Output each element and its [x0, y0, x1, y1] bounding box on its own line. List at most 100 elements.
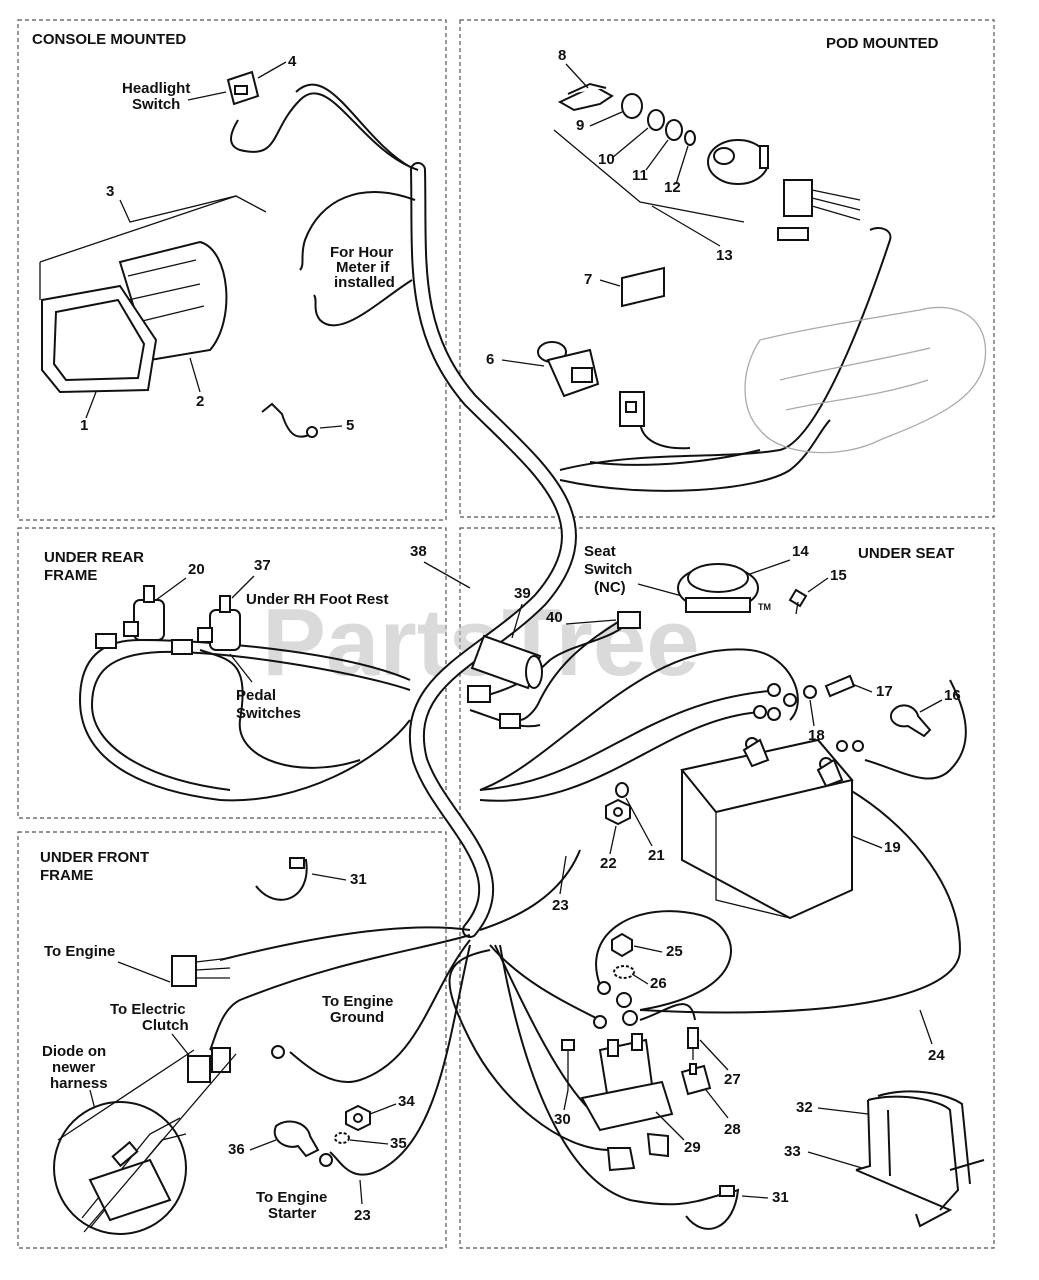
washer-26 — [613, 965, 635, 979]
headlight-switch — [226, 70, 260, 106]
adapter-harness-40 — [499, 611, 641, 729]
decal-7 — [621, 266, 665, 308]
callout-25: 25 — [666, 943, 683, 960]
callout-11: 11 — [632, 167, 648, 184]
callout-32: 32 — [796, 1099, 813, 1116]
diode-detail-inset — [53, 1049, 237, 1235]
harness-connector — [467, 685, 491, 703]
callout-36: 36 — [228, 1141, 245, 1158]
ring-terminals — [753, 683, 797, 721]
callout-40: 40 — [546, 609, 563, 626]
battery-holddown — [855, 1090, 985, 1228]
seat-switch — [677, 563, 759, 613]
callout-6: 6 — [486, 351, 494, 368]
callout-35: 35 — [390, 1135, 407, 1152]
callout-30: 30 — [554, 1111, 571, 1128]
control-pod — [744, 306, 987, 454]
section-title-console: CONSOLE MOUNTED — [32, 31, 186, 48]
label-to-engine: To Engine — [44, 943, 115, 960]
bolt-30 — [561, 1039, 575, 1090]
section-frames — [17, 19, 995, 1249]
callout-24: 24 — [928, 1047, 945, 1064]
wire-clip-31b — [685, 1185, 740, 1230]
fuse-27 — [687, 1027, 699, 1060]
pedal-switch-37 — [171, 595, 241, 655]
callout-13: 13 — [716, 247, 733, 264]
wires — [78, 83, 967, 1206]
nut-22 — [605, 798, 631, 826]
washer-18 — [803, 685, 817, 699]
nut-25 — [611, 932, 633, 958]
terminal-boot-16 — [890, 704, 932, 738]
section-pod-mounted: POD MOUNTED 8 9 10 11 12 — [486, 35, 987, 454]
callout-4: 4 — [288, 53, 297, 70]
ignition-bezel-parts — [621, 93, 696, 146]
callout-31b: 31 — [772, 1189, 789, 1206]
callout-26: 26 — [650, 975, 667, 992]
section-title-pod: POD MOUNTED — [826, 35, 939, 52]
callout-20: 20 — [188, 561, 205, 578]
callout-3: 3 — [106, 183, 114, 200]
callout-5: 5 — [346, 417, 354, 434]
callout-15: 15 — [830, 567, 847, 584]
callout-7: 7 — [584, 271, 592, 288]
callout-10: 10 — [598, 151, 615, 168]
pedal-switch-20 — [95, 585, 165, 649]
battery-19 — [680, 737, 864, 920]
label-rh-foot-rest: Under RH Foot Rest — [246, 591, 389, 608]
ground-terminal — [271, 1045, 285, 1059]
solenoid-terminals — [593, 981, 638, 1029]
ignition-connector — [777, 179, 861, 241]
washer-21 — [615, 782, 629, 798]
wire-clip-31a — [255, 857, 308, 901]
callout-27: 27 — [724, 1071, 741, 1088]
callout-28: 28 — [724, 1121, 741, 1138]
callout-2: 2 — [196, 393, 204, 410]
terminal-28 — [680, 1063, 712, 1096]
callout-23a: 23 — [552, 897, 569, 914]
bolt-17 — [824, 674, 856, 698]
callout-1: 1 — [80, 417, 88, 434]
washer-35 — [334, 1132, 350, 1144]
pto-switch — [537, 341, 600, 398]
cable-boots — [606, 1132, 669, 1172]
callout-12: 12 — [664, 179, 681, 196]
callout-18: 18 — [808, 727, 825, 744]
main-harness — [408, 162, 577, 938]
callout-34: 34 — [398, 1093, 415, 1110]
starter-solenoid-29 — [580, 1033, 674, 1132]
sleeve-39 — [470, 634, 543, 690]
engine-connector — [171, 955, 231, 987]
callout-33: 33 — [784, 1143, 801, 1160]
headlight-bezel — [41, 284, 158, 394]
wire-clip-5 — [261, 402, 318, 438]
callout-29: 29 — [684, 1139, 701, 1156]
callout-39: 39 — [514, 585, 531, 602]
nut-34 — [345, 1104, 371, 1132]
ignition-switch — [707, 139, 769, 185]
callout-31a: 31 — [350, 871, 367, 888]
callout-37: 37 — [254, 557, 271, 574]
callout-16: 16 — [944, 687, 961, 704]
callout-19: 19 — [884, 839, 901, 856]
callout-14: 14 — [792, 543, 809, 560]
screw-15 — [788, 588, 808, 615]
pod-plug — [619, 391, 645, 427]
callout-21: 21 — [648, 847, 665, 864]
trademark: TM — [758, 602, 771, 612]
callout-38: 38 — [410, 543, 427, 560]
